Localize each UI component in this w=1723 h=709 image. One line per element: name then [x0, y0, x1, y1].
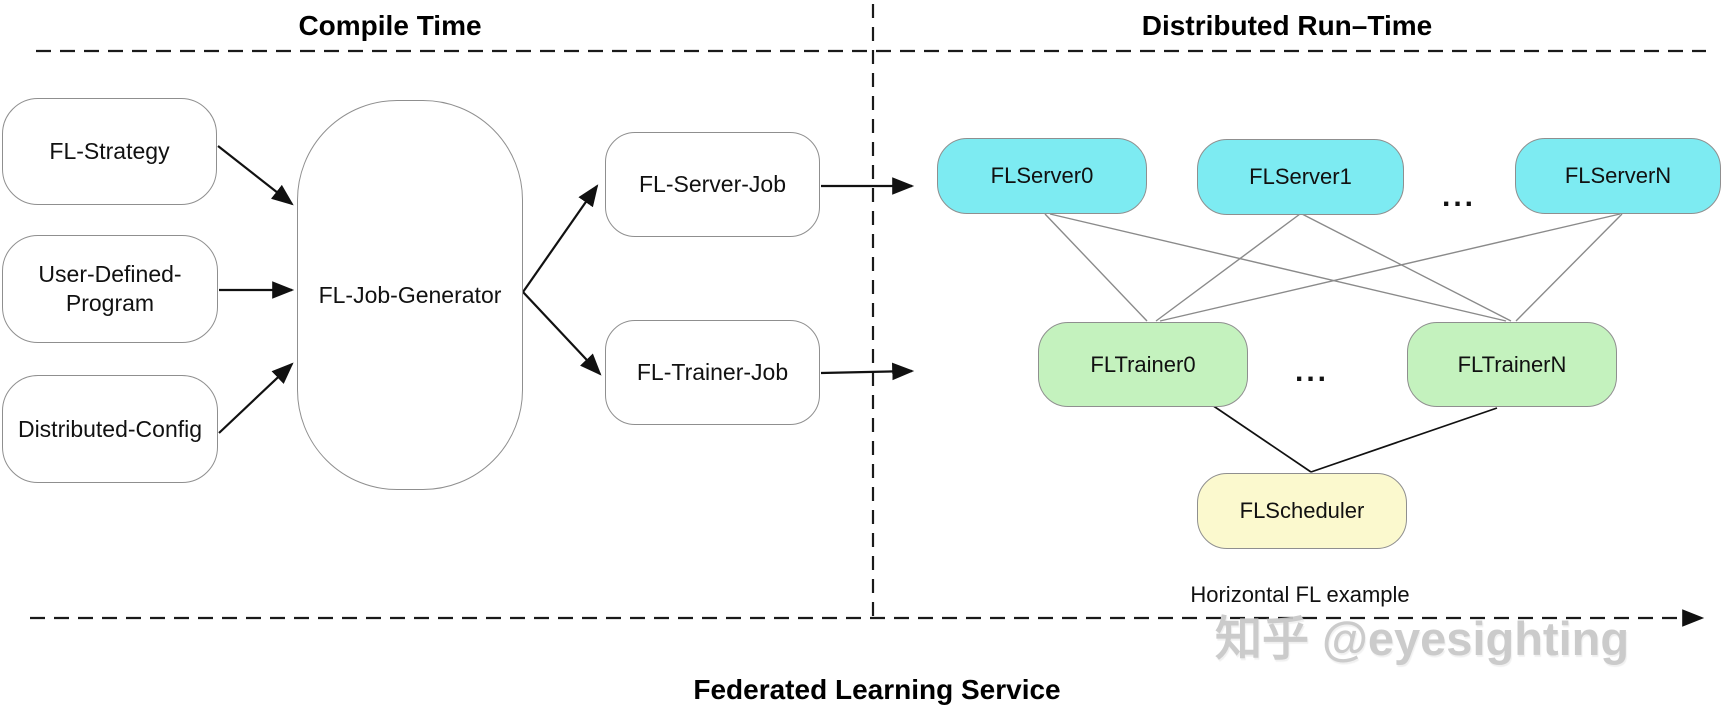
watermark-text: 知乎 @eyesighting — [1215, 612, 1630, 665]
arrow-generator-to-server-job — [522, 184, 599, 293]
servers-ellipsis: ... — [1441, 180, 1476, 213]
node-fl-job-generator: FL-Job-Generator — [297, 100, 523, 490]
link-server0-trainer0 — [1044, 213, 1148, 322]
node-user-defined-program: User-Defined- Program — [2, 235, 218, 343]
arrow-generator-to-trainer-job — [522, 291, 602, 376]
arrow-trainer-job-to-runtime — [820, 362, 915, 381]
link-server1-trainerN — [1301, 213, 1512, 322]
node-fltrainer0: FLTrainer0 — [1038, 322, 1248, 407]
node-flserver1: FLServer1 — [1197, 139, 1404, 215]
diagram-title: Federated Learning Service — [693, 674, 1061, 705]
node-fltrainern: FLTrainerN — [1407, 322, 1617, 407]
arrow-distributed-config-to-generator — [218, 362, 294, 434]
node-flservern: FLServerN — [1515, 138, 1721, 214]
compile-time-heading: Compile Time — [298, 10, 482, 41]
node-fl-trainer-job: FL-Trainer-Job — [605, 320, 820, 425]
arrow-fl-strategy-to-generator — [217, 145, 294, 206]
link-trainer0-scheduler — [1211, 404, 1312, 473]
distributed-runtime-heading: Distributed Run–Time — [1141, 10, 1433, 41]
node-fl-server-job: FL-Server-Job — [605, 132, 820, 237]
link-server0-trainerN — [1049, 213, 1507, 322]
trainers-ellipsis: ... — [1294, 355, 1329, 388]
link-trainerN-scheduler — [1310, 407, 1498, 473]
link-serverN-trainer0 — [1159, 213, 1621, 322]
node-flscheduler: FLScheduler — [1197, 473, 1407, 549]
node-distributed-config: Distributed-Config — [2, 375, 218, 483]
link-server1-trainer0 — [1155, 213, 1301, 322]
node-fl-strategy: FL-Strategy — [2, 98, 217, 205]
node-flserver0: FLServer0 — [937, 138, 1147, 214]
link-serverN-trainerN — [1515, 213, 1623, 322]
horizontal-fl-example-caption: Horizontal FL example — [1190, 582, 1410, 607]
